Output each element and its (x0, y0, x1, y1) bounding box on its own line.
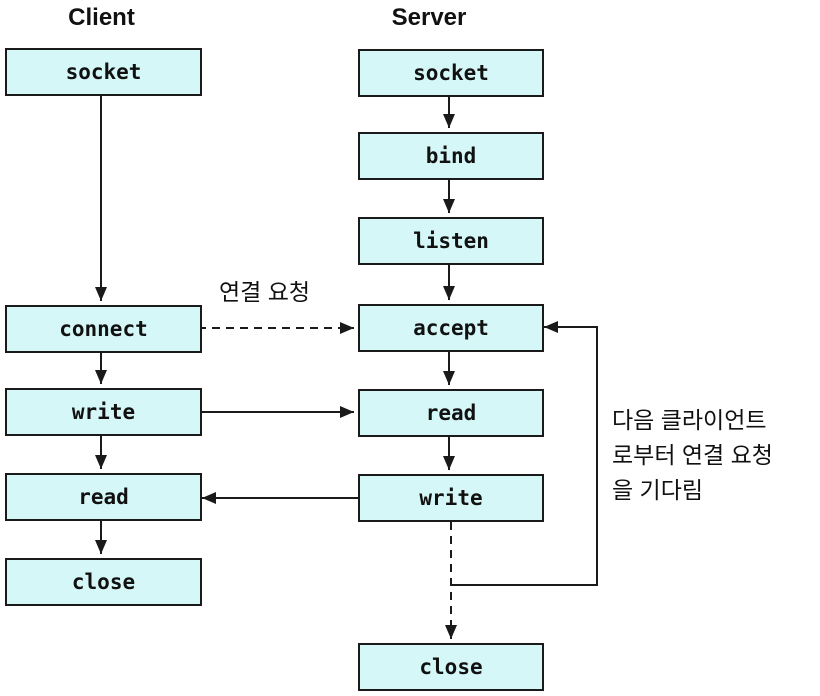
annotation-line-3: 을 기다림 (612, 477, 704, 503)
client-read-box: read (5, 473, 202, 521)
server-read-box: read (358, 389, 544, 437)
connection-request-label: 연결 요청 (219, 279, 311, 305)
client-close-box: close (5, 558, 202, 606)
server-accept-box: accept (358, 304, 544, 352)
server-socket-box: socket (358, 49, 544, 97)
client-write-box: write (5, 388, 202, 436)
client-socket-box: socket (5, 48, 202, 96)
annotation-line-2: 로부터 연결 요청 (612, 442, 773, 468)
server-bind-box: bind (358, 132, 544, 180)
server-listen-box: listen (358, 217, 544, 265)
server-write-box: write (358, 474, 544, 522)
arrow-loop-write-to-accept (451, 321, 598, 586)
server-column-title: Server (391, 4, 467, 31)
client-connect-box: connect (5, 305, 202, 353)
annotation-line-1: 다음 클라이언트 (612, 407, 767, 433)
server-close-box: close (358, 643, 544, 691)
client-column-title: Client (68, 4, 135, 31)
wait-next-client-annotation: 다음 클라이언트 로부터 연결 요청 을 기다림 (612, 403, 773, 508)
